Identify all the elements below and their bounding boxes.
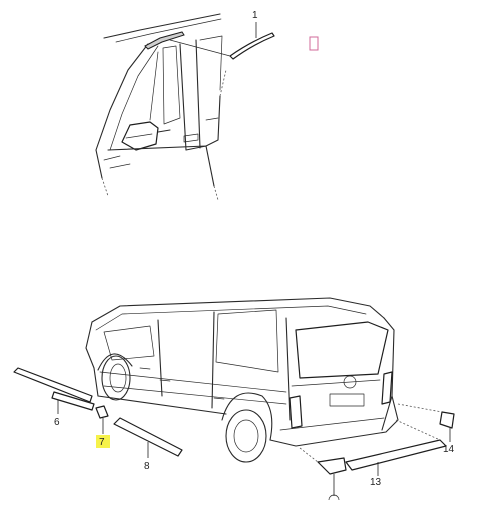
roof-line bbox=[103, 13, 221, 39]
rear-bumper bbox=[269, 395, 399, 447]
bottom-view-vehicle bbox=[85, 297, 399, 463]
part-13-bumper-strip: 13 bbox=[299, 419, 447, 505]
van-roof bbox=[91, 297, 385, 323]
part-14-corner-cap: 14 bbox=[397, 403, 455, 455]
side-window-middle bbox=[215, 309, 279, 373]
roof-moulding-shade bbox=[144, 31, 185, 50]
part-1-shape bbox=[229, 32, 275, 60]
front-wheel bbox=[101, 355, 131, 401]
callout-8: 8 bbox=[144, 461, 150, 472]
tail-light-left bbox=[289, 395, 303, 429]
part-8-shape bbox=[113, 417, 183, 457]
number-plate bbox=[329, 393, 365, 407]
rear-window bbox=[295, 321, 389, 379]
wheel-arch-front bbox=[97, 353, 133, 371]
side-window-front bbox=[103, 325, 155, 361]
callout-6: 6 bbox=[54, 417, 60, 428]
part-1-roof-trim: 1 bbox=[169, 10, 275, 60]
wheel-arch-rear bbox=[221, 392, 273, 441]
door-frame bbox=[179, 39, 207, 151]
callout-13: 13 bbox=[370, 477, 382, 488]
top-view-vehicle bbox=[95, 13, 227, 201]
door-body bbox=[95, 95, 221, 187]
marker-box bbox=[309, 36, 319, 51]
part-7-shape bbox=[95, 405, 109, 419]
callout-14: 14 bbox=[443, 444, 455, 455]
part-7-end-cap: 7 bbox=[95, 405, 110, 448]
part-8-sill-strip: 8 bbox=[113, 417, 183, 472]
badge bbox=[343, 375, 357, 389]
part-14-shape bbox=[439, 411, 455, 429]
callout-7: 7 bbox=[99, 437, 105, 448]
part-6-shape bbox=[13, 367, 93, 403]
a-pillar bbox=[95, 43, 149, 151]
callout-7-highlight bbox=[96, 435, 110, 448]
rear-body bbox=[285, 317, 395, 431]
rear-wheel bbox=[225, 409, 267, 463]
part-13-shape bbox=[345, 439, 447, 471]
part-6-sill-strip: 6 bbox=[13, 367, 95, 428]
tail-light-right bbox=[381, 371, 393, 405]
callout-1: 1 bbox=[252, 10, 258, 21]
